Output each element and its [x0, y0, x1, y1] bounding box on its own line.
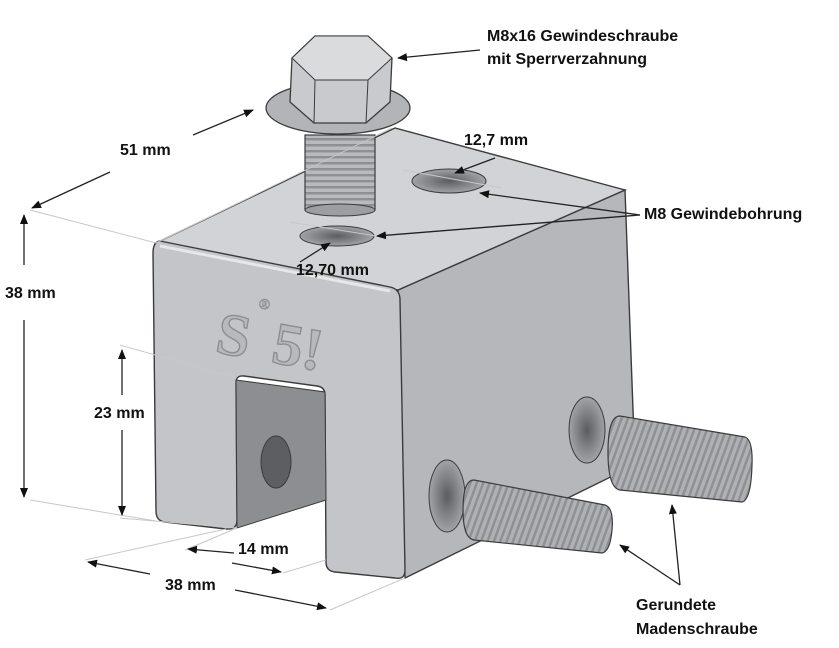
dim-label-51: 51 mm [120, 142, 171, 159]
slot-hole [260, 435, 292, 489]
side-hole-lower [428, 459, 466, 533]
bolt-label-line1: M8x16 Gewindeschraube [487, 28, 678, 45]
dimension-lines [20, 49, 681, 611]
dim-label-38-height: 38 mm [5, 285, 56, 302]
top-hole-front [299, 225, 375, 247]
clamp-front-face [152, 240, 406, 580]
edge-highlight [159, 244, 391, 293]
bolt-shank [304, 134, 376, 211]
dim-label-38-width: 38 mm [165, 577, 216, 594]
side-hole-upper [568, 396, 606, 464]
labels: M8x16 Gewindeschraube mit Sperrverzahnun… [5, 28, 802, 638]
dim-label-top-hole: 12,7 mm [464, 132, 528, 149]
clamp-body: S ® 5! [152, 127, 636, 580]
top-hole-rear [411, 168, 487, 194]
set-screw-lower [462, 479, 613, 554]
bolt-label-line2: mit Sperrverzahnung [487, 51, 647, 68]
dim-label-front-hole: 12,70 mm [296, 262, 369, 279]
set-screw-label-line1: Gerundete [636, 597, 716, 614]
set-screw-label-line2: Madenschraube [636, 621, 758, 638]
dim-label-14: 14 mm [238, 541, 289, 558]
hex-bolt [265, 35, 411, 217]
dim-label-23: 23 mm [94, 405, 145, 422]
thread-bore-label: M8 Gewindebohrung [644, 206, 802, 223]
set-screw-upper [607, 415, 753, 503]
logo-suffix: 5! [268, 310, 329, 384]
logo-registered: ® [257, 296, 271, 314]
